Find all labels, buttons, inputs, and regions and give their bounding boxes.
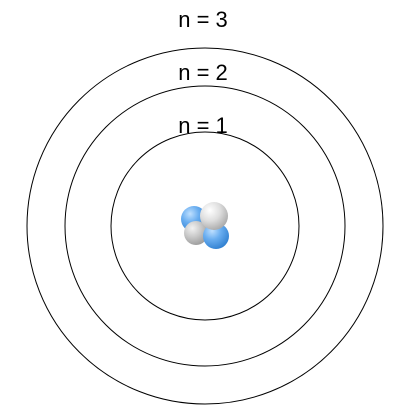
shell-label-n2: n = 2 (178, 60, 228, 85)
nucleus (181, 202, 229, 249)
shell-label-n1: n = 1 (178, 113, 228, 138)
shell-label-n3: n = 3 (178, 7, 228, 32)
nucleus-particle-neutron (200, 202, 228, 230)
